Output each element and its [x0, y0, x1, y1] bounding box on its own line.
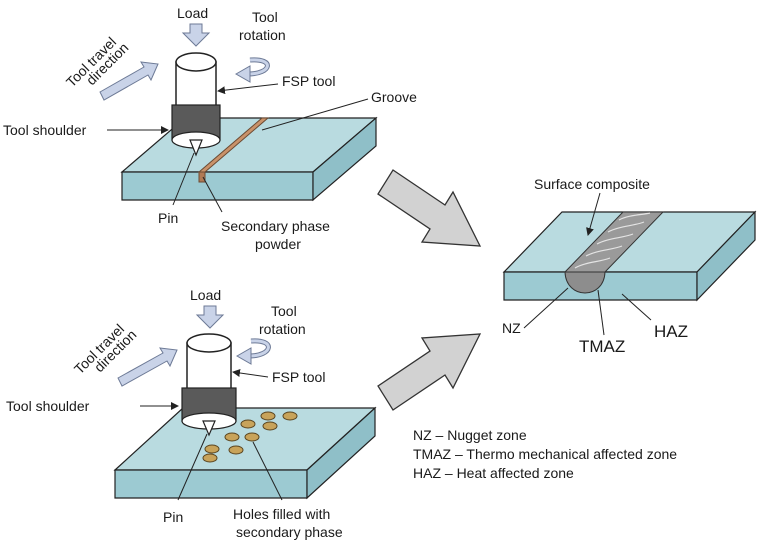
bottom-fsp-tool [181, 333, 237, 437]
surface-composite-plate [502, 210, 757, 302]
bottom-load-label: Load [190, 287, 221, 303]
groove-strip [197, 117, 270, 183]
powder-label-2: powder [255, 236, 301, 252]
process-arrow-top [377, 169, 482, 247]
legend-tmaz: TMAZ – Thermo mechanical affected zone [413, 446, 677, 462]
surface-composite-label: Surface composite [534, 176, 650, 192]
top-rotation-arrow [234, 57, 270, 83]
nz-label: NZ [502, 320, 521, 336]
legend-nz: NZ – Nugget zone [413, 427, 527, 443]
bottom-rotation-arrow [235, 338, 271, 365]
top-setup: Load Tool rotation Tool travel direction… [3, 5, 417, 252]
legend-haz: HAZ – Heat affected zone [413, 465, 574, 481]
bottom-load-arrow [195, 305, 225, 329]
bottom-fsp-tool-label: FSP tool [272, 369, 325, 385]
top-load-arrow [181, 23, 211, 47]
top-fsp-tool-label: FSP tool [282, 73, 335, 89]
top-tool-rotation-label-1: Tool [252, 9, 278, 25]
holes-label-1: Holes filled with [233, 506, 330, 522]
top-pin-label: Pin [158, 210, 178, 226]
bottom-workpiece-plate [113, 406, 377, 500]
bottom-tool-rotation-label-1: Tool [271, 303, 297, 319]
haz-label: HAZ [654, 322, 688, 341]
top-load-label: Load [177, 5, 208, 21]
process-arrow-bottom [377, 333, 482, 411]
top-fsp-tool [171, 52, 221, 157]
powder-label-1: Secondary phase [221, 218, 330, 234]
tmaz-label: TMAZ [579, 337, 625, 356]
top-tool-shoulder-label: Tool shoulder [3, 122, 87, 138]
filled-holes [202, 411, 298, 463]
top-tool-rotation-label-2: rotation [239, 27, 286, 43]
bottom-setup: Load Tool rotation Tool travel direction… [6, 287, 377, 540]
bottom-tool-rotation-label-2: rotation [259, 321, 306, 337]
top-travel-direction-arrow [99, 61, 159, 101]
bottom-travel-direction-arrow [117, 347, 178, 387]
bottom-pin-label: Pin [163, 509, 183, 525]
holes-label-2: secondary phase [236, 524, 343, 540]
zone-legend: NZ – Nugget zone TMAZ – Thermo mechanica… [413, 427, 677, 481]
groove-label: Groove [371, 89, 417, 105]
bottom-tool-shoulder-label: Tool shoulder [6, 398, 90, 414]
